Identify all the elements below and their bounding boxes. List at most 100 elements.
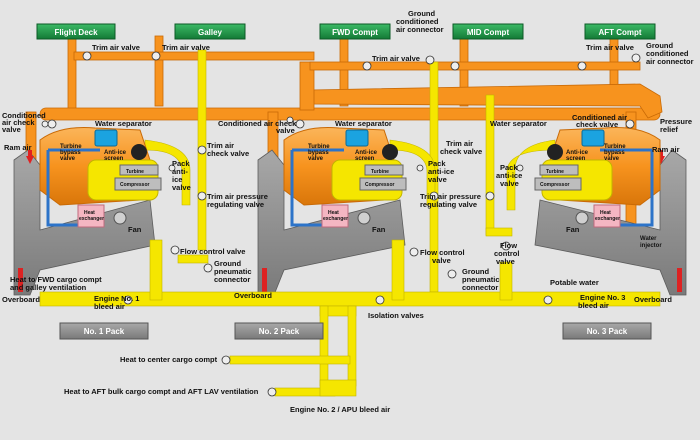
label-trim-pressure-2a: Trim air pressure [420, 192, 481, 201]
label-trim-pressure-1a: Trim air pressure [207, 192, 268, 201]
label-turbine-bypass-1c: valve [60, 156, 76, 162]
label-water-injector-b: injector [640, 243, 662, 249]
valves [41, 51, 641, 397]
label-water-separator-3: Water separator [490, 119, 547, 128]
label-cond-check-left-2: air check [2, 118, 35, 127]
label-fan-2: Fan [372, 225, 386, 234]
label-trim-air-valve-1: Trim air valve [92, 43, 140, 52]
label-pack-anti-ice-2b: anti-ice [428, 167, 454, 176]
label-ground-cond-top-1: Ground [408, 9, 435, 18]
label-ground-cond-right-2: conditioned [646, 49, 689, 58]
heat-exchangers [77, 204, 621, 228]
pack-1-box: No. 1 Pack [59, 322, 149, 340]
label-cond-check-left-1: Conditioned [2, 111, 46, 120]
compartment-flight-deck: Flight Deck [36, 23, 116, 40]
label-heat-exchanger-1a: Heat [84, 210, 95, 216]
label-water-separator-2: Water separator [335, 119, 392, 128]
label-ground-cond-top-3: air connector [396, 25, 444, 34]
label-isolation-valves: Isolation valves [368, 311, 424, 320]
label-pressure-relief-2: relief [660, 125, 678, 134]
label-engine2: Engine No. 2 / APU bleed air [290, 405, 390, 414]
label-cond-check-mid-1: Conditioned air check [218, 119, 297, 128]
pack-2-box: No. 2 Pack [234, 322, 324, 340]
label-pack-anti-ice-3b: anti-ice [496, 171, 522, 180]
label-pack-anti-ice-3a: Pack [500, 163, 518, 172]
label-ram-air-right: Ram air [652, 145, 680, 154]
label-heat-aft: Heat to AFT bulk cargo compt and AFT LAV… [64, 387, 259, 396]
label-pack-anti-ice-2a: Pack [428, 159, 446, 168]
pack-3-label: No. 3 Pack [587, 327, 628, 336]
cool-lines [46, 148, 654, 227]
label-heat-exchanger-3b: exchanger [595, 216, 620, 222]
label-pack-anti-ice-3c: valve [500, 179, 519, 188]
label-pressure-relief-1: Pressure [660, 117, 692, 126]
label-turbine-1: Turbine [126, 169, 144, 175]
label-ground-pneu-2a: Ground [462, 267, 489, 276]
label-flow-control-1: Flow control valve [180, 247, 245, 256]
label-overboard-left: Overboard [2, 295, 40, 304]
label-engine3-a: Engine No. 3 [580, 293, 625, 302]
label-flow-control-3c: valve [496, 257, 515, 266]
label-ground-pneu-1a: Ground [214, 259, 241, 268]
turbine-compressor-units [114, 164, 582, 191]
compartment-fwd-label: FWD Compt [332, 28, 378, 37]
pack-1-label: No. 1 Pack [84, 327, 125, 336]
label-heat-exchanger-3a: Heat [600, 210, 611, 216]
label-heat-fwd-b: and galley ventilation [10, 283, 87, 292]
label-heat-exchanger-2b: exchanger [323, 216, 348, 222]
label-turbine-bypass-2c: valve [308, 156, 324, 162]
label-anti-ice-screen-2a: Anti-ice [355, 150, 378, 156]
label-heat-center: Heat to center cargo compt [120, 355, 218, 364]
label-turbine-bypass-2a: Turbine [308, 144, 330, 150]
label-compressor-1: Compressor [120, 182, 150, 188]
label-turbine-2: Turbine [371, 169, 389, 175]
label-flow-control-2b: valve [432, 256, 451, 265]
compartment-mid-label: MID Compt [467, 28, 510, 37]
label-trim-check-1b: check valve [207, 149, 249, 158]
label-pack-anti-ice-1c: ice [172, 175, 182, 184]
label-anti-ice-screen-1a: Anti-ice [104, 150, 127, 156]
label-cond-check-right-1: Conditioned air [572, 113, 627, 122]
label-turbine-bypass-3c: valve [604, 156, 620, 162]
label-flow-control-2a: Flow control [420, 248, 465, 257]
label-compressor-2: Compressor [365, 182, 395, 188]
label-pack-anti-ice-1a: Pack [172, 159, 190, 168]
diagram-labels: Trim air valve Trim air valve Trim air v… [2, 9, 694, 414]
label-cond-check-mid-2: valve [276, 126, 295, 135]
label-turbine-bypass-2b: bypass [308, 150, 329, 156]
label-ground-cond-right-3: air connector [646, 57, 694, 66]
label-turbine-bypass-3a: Turbine [604, 144, 626, 150]
label-trim-check-1a: Trim air [207, 141, 234, 150]
label-turbine-bypass-3b: bypass [604, 150, 625, 156]
label-turbine-bypass-1a: Turbine [60, 144, 82, 150]
label-trim-check-2b: check valve [440, 147, 482, 156]
label-trim-air-valve-2: Trim air valve [162, 43, 210, 52]
label-ground-cond-top-2: conditioned [396, 17, 439, 26]
label-anti-ice-screen-1b: screen [104, 156, 124, 162]
label-engine1-a: Engine No. 1 [94, 294, 139, 303]
label-flow-control-3a: Flow [500, 241, 517, 250]
label-trim-air-valve-right: Trim air valve [586, 43, 634, 52]
label-pack-anti-ice-2c: valve [428, 175, 447, 184]
label-ground-cond-right-1: Ground [646, 41, 673, 50]
label-potable-water: Potable water [550, 278, 599, 287]
fans [113, 211, 589, 225]
label-fan-3: Fan [566, 225, 580, 234]
label-ground-pneu-1c: connector [214, 275, 250, 284]
pack-3-box: No. 3 Pack [562, 322, 652, 340]
label-cond-check-right-2: check valve [576, 120, 618, 129]
label-engine3-b: bleed air [578, 301, 609, 310]
compartment-aft-label: AFT Compt [598, 28, 641, 37]
label-engine1-b: bleed air [94, 302, 125, 311]
compartment-aft: AFT Compt [584, 23, 656, 40]
overboard-vents [18, 268, 682, 292]
label-fan-1: Fan [128, 225, 142, 234]
label-turbine-bypass-1b: bypass [60, 150, 81, 156]
label-turbine-3: Turbine [546, 169, 564, 175]
label-trim-check-2a: Trim air [446, 139, 473, 148]
compartment-mid: MID Compt [452, 23, 524, 40]
label-heat-exchanger-2a: Heat [328, 210, 339, 216]
label-water-separator-1: Water separator [95, 119, 152, 128]
compartment-galley-label: Galley [198, 28, 223, 37]
